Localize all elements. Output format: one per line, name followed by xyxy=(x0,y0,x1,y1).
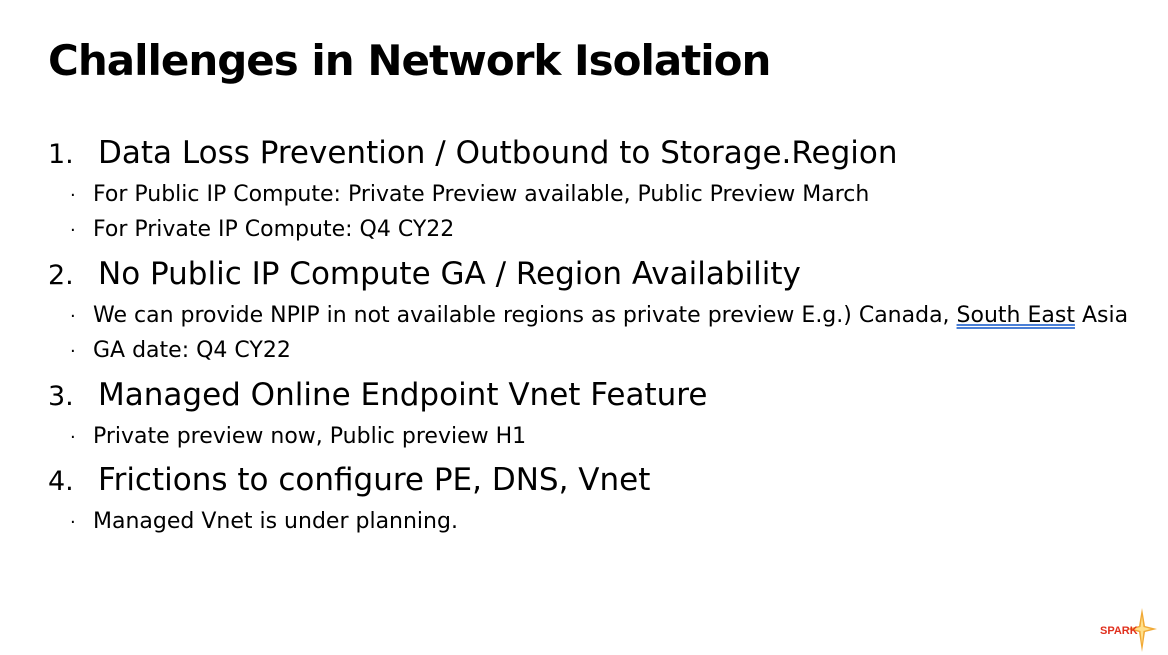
bullet-dot: · xyxy=(70,512,76,533)
bullet-dot: · xyxy=(70,220,76,241)
list-item-title: Data Loss Prevention / Outbound to Stora… xyxy=(98,135,898,171)
bullet-dot: · xyxy=(70,427,76,448)
logo-text: SPARK xyxy=(1100,625,1138,637)
list-item-heading: 1. Data Loss Prevention / Outbound to Sto… xyxy=(48,138,898,169)
list-item-number: 1. xyxy=(48,139,74,170)
bullet-text-underlined: South East xyxy=(956,303,1075,328)
list-item-number: 2. xyxy=(48,260,74,291)
bullet-dot: · xyxy=(70,341,76,362)
list-item-bullet: · GA date: Q4 CY22 xyxy=(70,340,291,362)
bullet-text: For Private IP Compute: Q4 CY22 xyxy=(93,217,455,242)
bullet-text: We can provide NPIP in not available reg… xyxy=(93,303,957,328)
list-item-bullet: · Private preview now, Public preview H1 xyxy=(70,426,526,448)
list-item-title: Frictions to configure PE, DNS, Vnet xyxy=(98,462,651,498)
bullet-text: For Public IP Compute: Private Preview a… xyxy=(93,182,870,207)
spark-star-icon xyxy=(1127,608,1157,652)
list-item-bullet: · We can provide NPIP in not available re… xyxy=(70,305,1128,327)
bullet-text: Managed Vnet is under planning. xyxy=(93,509,458,534)
list-item-bullet: · Managed Vnet is under planning. xyxy=(70,511,458,533)
list-item-bullet: · For Private IP Compute: Q4 CY22 xyxy=(70,219,454,241)
list-item-title: No Public IP Compute GA / Region Availab… xyxy=(98,256,801,292)
spark-logo: SPARK xyxy=(1100,608,1157,652)
list-item-number: 4. xyxy=(48,466,74,497)
list-item-heading: 4. Frictions to configure PE, DNS, Vnet xyxy=(48,465,650,496)
list-item-heading: 3. Managed Online Endpoint Vnet Feature xyxy=(48,380,707,411)
bullet-text: GA date: Q4 CY22 xyxy=(93,338,291,363)
bullet-dot: · xyxy=(70,185,76,206)
slide-title: Challenges in Network Isolation xyxy=(48,36,771,85)
list-item-heading: 2. No Public IP Compute GA / Region Avail… xyxy=(48,259,801,290)
bullet-text: Asia xyxy=(1074,303,1129,328)
bullet-dot: · xyxy=(70,306,76,327)
list-item-number: 3. xyxy=(48,381,74,412)
list-item-bullet: · For Public IP Compute: Private Preview … xyxy=(70,184,869,206)
bullet-text: Private preview now, Public preview H1 xyxy=(93,424,527,449)
list-item-title: Managed Online Endpoint Vnet Feature xyxy=(98,377,708,413)
